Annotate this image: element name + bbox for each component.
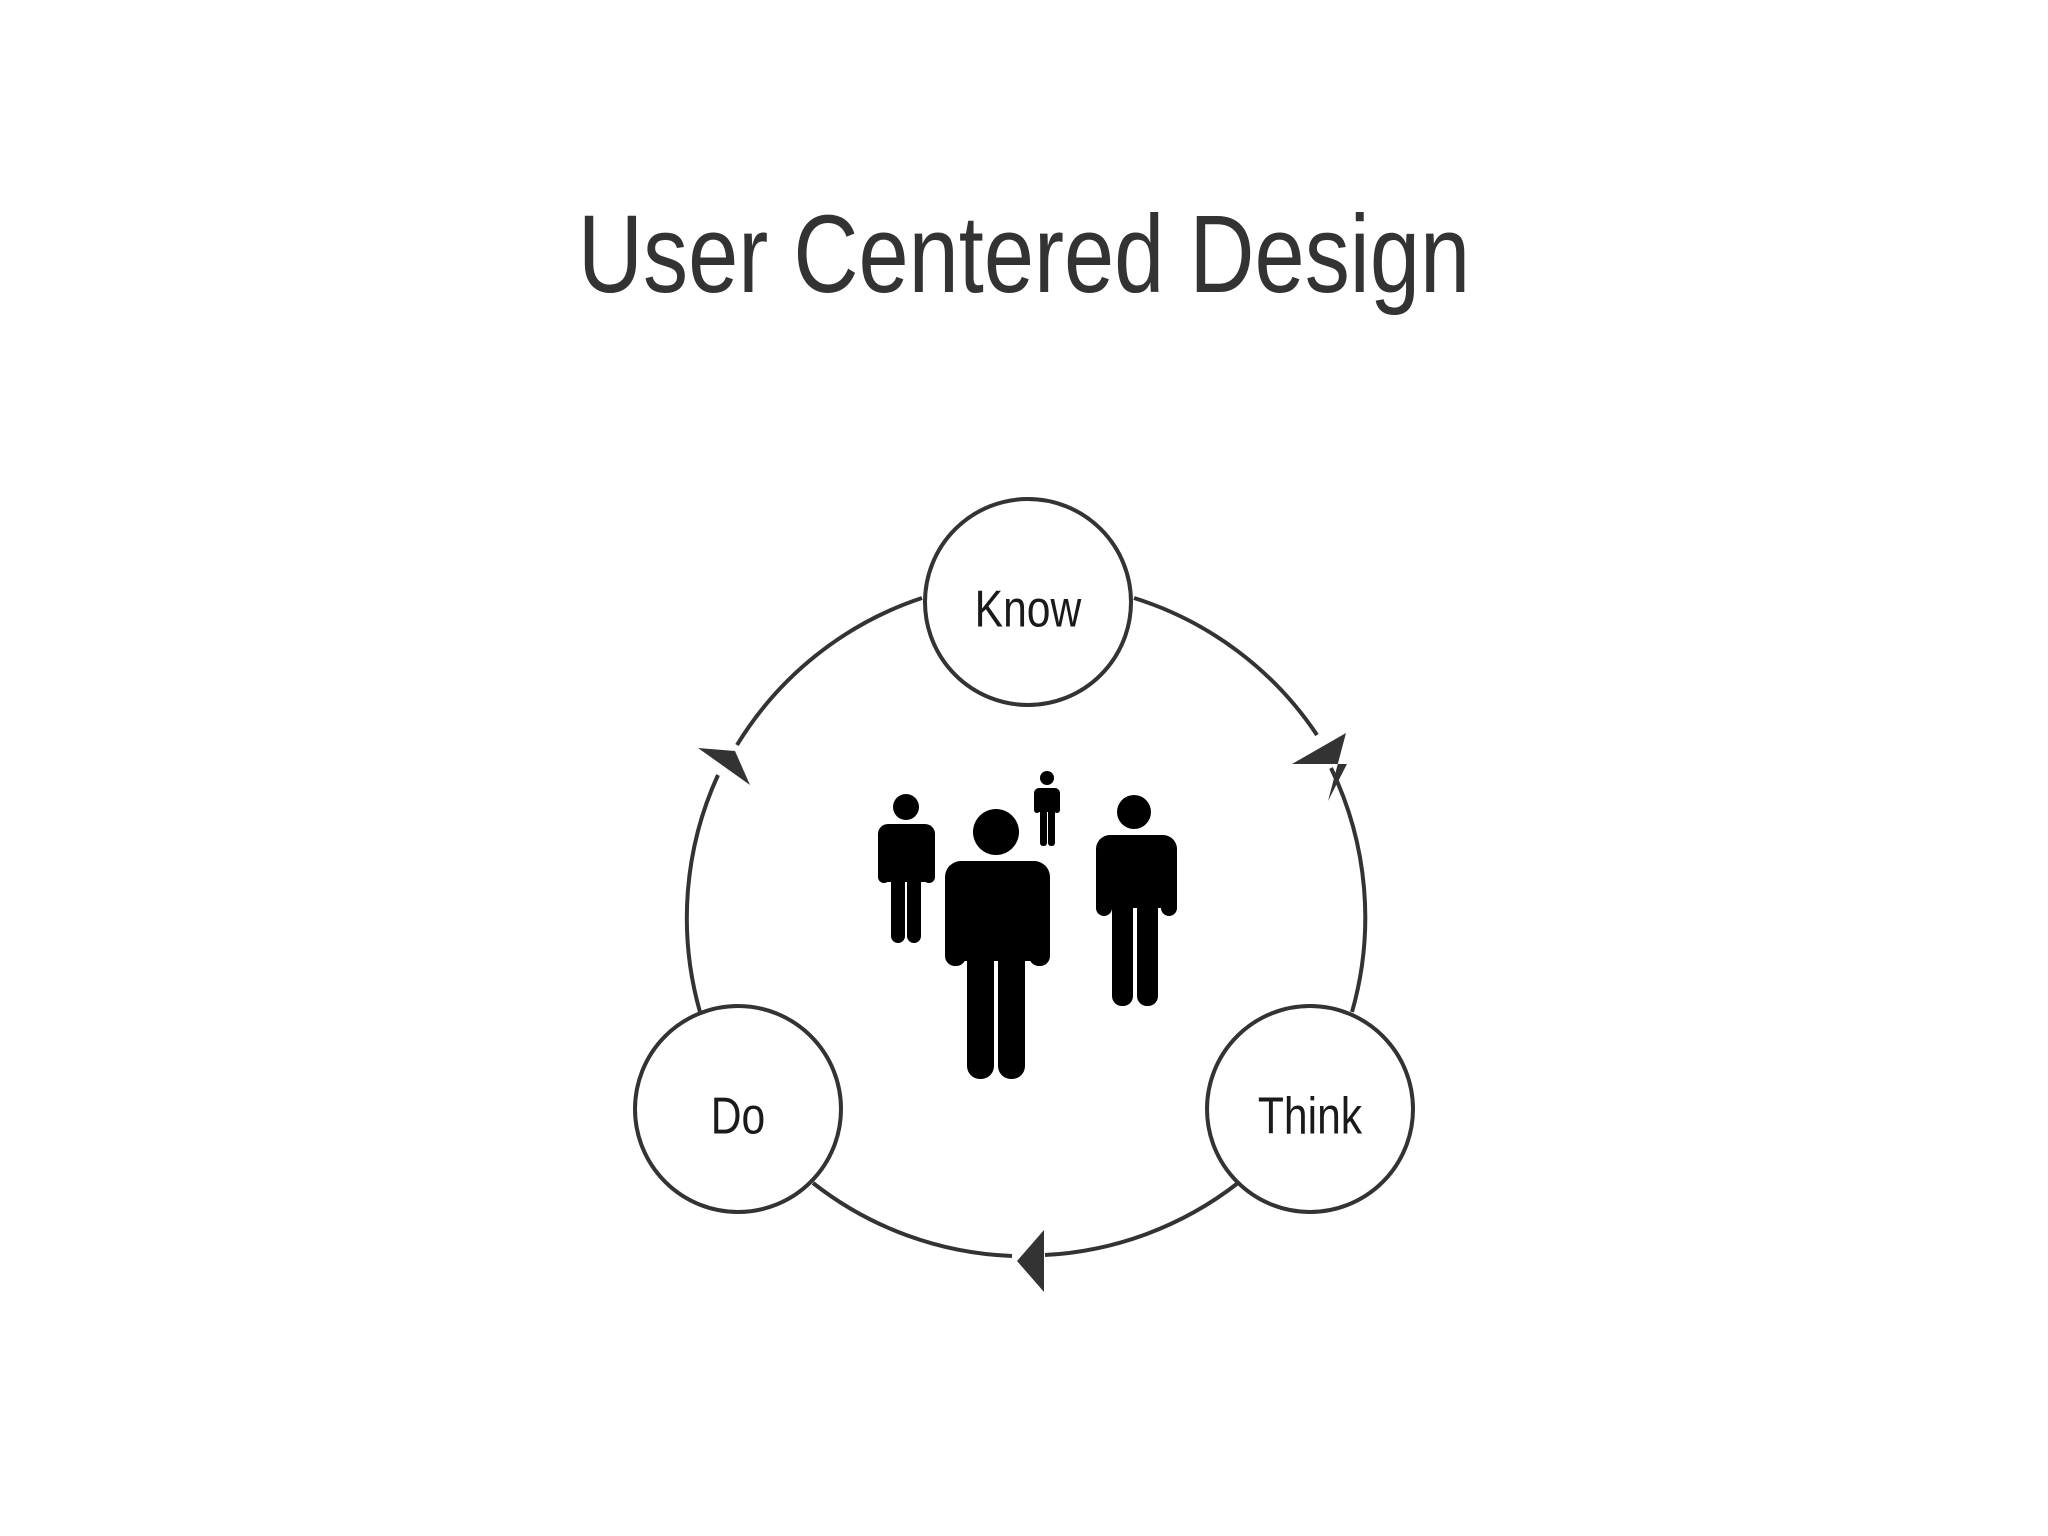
page-title: User Centered Design (578, 194, 1470, 316)
node-think-circle (1205, 1004, 1415, 1214)
person-icon (878, 794, 935, 943)
node-do-circle (633, 1004, 843, 1214)
cycle-arc-do-know (684, 774, 720, 1013)
person-icon (945, 809, 1050, 1079)
cycle-arc-think-do (1044, 1181, 1240, 1257)
node-know: Know (923, 497, 1133, 707)
people-group-icon (878, 771, 1177, 1079)
cycle-arc-think-do (811, 1181, 1013, 1258)
node-do: Do (633, 1004, 843, 1214)
cycle-arc-do-know (735, 596, 923, 747)
cycle-arc-know-think (1133, 596, 1319, 737)
arrowhead-icon (1017, 1230, 1044, 1292)
person-icon (1096, 795, 1177, 1006)
cycle-arc-know-think (1329, 767, 1368, 1013)
arrowhead-icon (698, 748, 750, 785)
node-think-label: Think (1258, 1088, 1362, 1146)
person-icon (1034, 771, 1060, 846)
node-know-label: Know (975, 581, 1082, 639)
node-know-circle (923, 497, 1133, 707)
node-do-label: Do (711, 1088, 766, 1146)
node-think: Think (1205, 1004, 1415, 1214)
arrowhead-icon (1292, 733, 1347, 801)
